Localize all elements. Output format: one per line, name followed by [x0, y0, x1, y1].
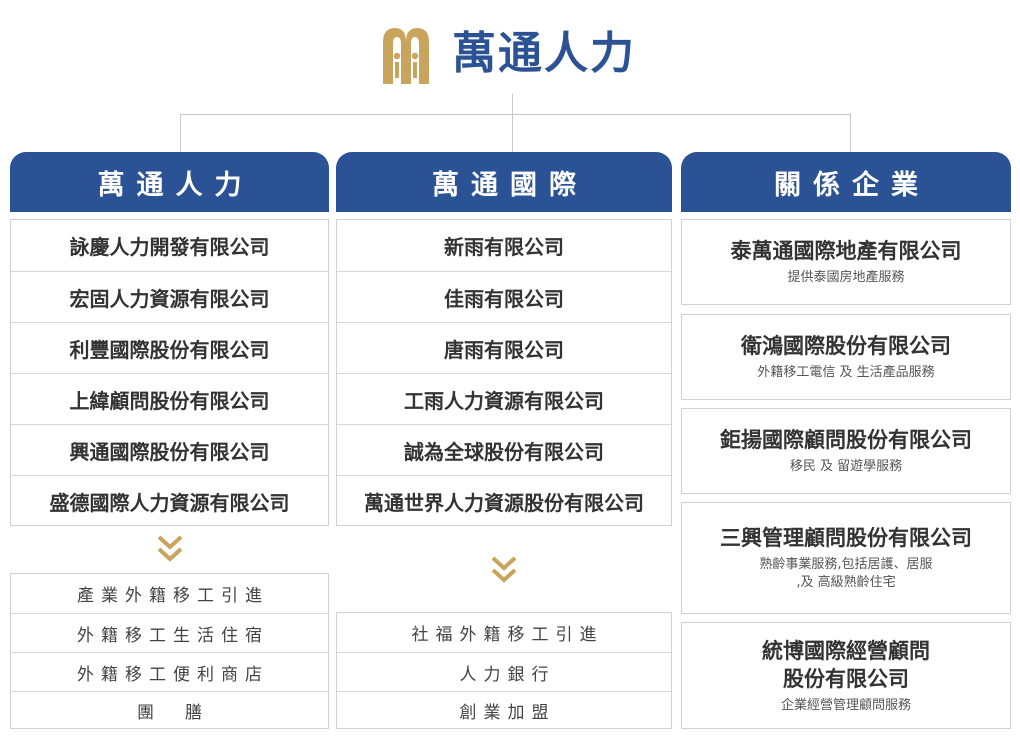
- company-list-wantong-hr: 詠慶人力開發有限公司 宏固人力資源有限公司 利豐國際股份有限公司 上緯顧問股份有…: [10, 219, 329, 526]
- company-item: 誠為全球股份有限公司: [337, 424, 671, 475]
- column-header-wantong-intl: 萬通國際: [336, 152, 672, 212]
- related-company-card: 鉅揚國際顧問股份有限公司 移民 及 留遊學服務: [681, 408, 1011, 494]
- service-list-wantong-intl: 社福外籍移工引進 人力銀行 創業加盟: [336, 612, 672, 729]
- related-company-desc: 熟齡事業服務,包括居護、居服 ,及 高級熟齡住宅: [759, 557, 933, 590]
- company-item: 佳雨有限公司: [337, 271, 671, 322]
- company-item: 上緯顧問股份有限公司: [11, 373, 328, 424]
- related-company-name: 鉅揚國際顧問股份有限公司: [720, 428, 972, 452]
- related-company-desc: 外籍移工電信 及 生活產品服務: [757, 365, 935, 380]
- connector-horizontal: [180, 114, 851, 115]
- company-item: 宏固人力資源有限公司: [11, 271, 328, 322]
- service-item: 人力銀行: [337, 652, 671, 691]
- service-item: 外籍移工生活住宿: [11, 613, 328, 652]
- related-company-card: 衛鴻國際股份有限公司 外籍移工電信 及 生活產品服務: [681, 314, 1011, 400]
- connector-right: [850, 114, 851, 152]
- company-item: 盛德國際人力資源有限公司: [11, 475, 328, 526]
- related-company-desc: 企業經營管理顧問服務: [780, 697, 911, 713]
- company-item: 工雨人力資源有限公司: [337, 373, 671, 424]
- service-list-wantong-hr: 產業外籍移工引進 外籍移工生活住宿 外籍移工便利商店 團 膳: [10, 573, 329, 729]
- related-company-card: 泰萬通國際地產有限公司 提供泰國房地產服務: [681, 219, 1011, 305]
- related-company-name: 三興管理顧問股份有限公司: [720, 526, 972, 550]
- service-item: 社福外籍移工引進: [411, 625, 604, 645]
- chevron-double-down-icon: [157, 535, 183, 562]
- connector-vertical-main: [512, 94, 513, 152]
- column-header-related: 關係企業: [681, 152, 1011, 212]
- company-item: 唐雨有限公司: [337, 322, 671, 373]
- company-item: 利豐國際股份有限公司: [11, 322, 328, 373]
- service-item: 產業外籍移工引進: [77, 586, 269, 606]
- brand-name: 萬通人力: [452, 28, 636, 79]
- company-list-wantong-intl: 新雨有限公司 佳雨有限公司 唐雨有限公司 工雨人力資源有限公司 誠為全球股份有限…: [336, 219, 672, 526]
- chevron-double-down-icon: [491, 556, 517, 583]
- service-item: 外籍移工便利商店: [11, 652, 328, 691]
- company-item: 詠慶人力開發有限公司: [69, 235, 270, 259]
- related-company-name: 泰萬通國際地產有限公司: [730, 239, 962, 263]
- column-header-wantong-hr: 萬通人力: [10, 152, 329, 212]
- related-company-desc: 移民 及 留遊學服務: [789, 459, 903, 474]
- related-company-card: 統博國際經營顧問 股份有限公司 企業經營管理顧問服務: [681, 622, 1011, 729]
- related-company-name: 衛鴻國際股份有限公司: [741, 334, 951, 358]
- mw-monogram-icon: [383, 28, 429, 84]
- related-company-name: 統博國際經營顧問 股份有限公司: [762, 638, 930, 691]
- related-company-desc: 提供泰國房地產服務: [787, 270, 905, 285]
- service-item: 團 膳: [11, 691, 328, 728]
- company-item: 萬通世界人力資源股份有限公司: [337, 475, 671, 526]
- company-item: 興通國際股份有限公司: [11, 424, 328, 475]
- service-item: 創業加盟: [337, 691, 671, 728]
- connector-left: [180, 114, 181, 152]
- related-company-card: 三興管理顧問股份有限公司 熟齡事業服務,包括居護、居服 ,及 高級熟齡住宅: [681, 502, 1011, 614]
- company-item: 新雨有限公司: [444, 235, 564, 259]
